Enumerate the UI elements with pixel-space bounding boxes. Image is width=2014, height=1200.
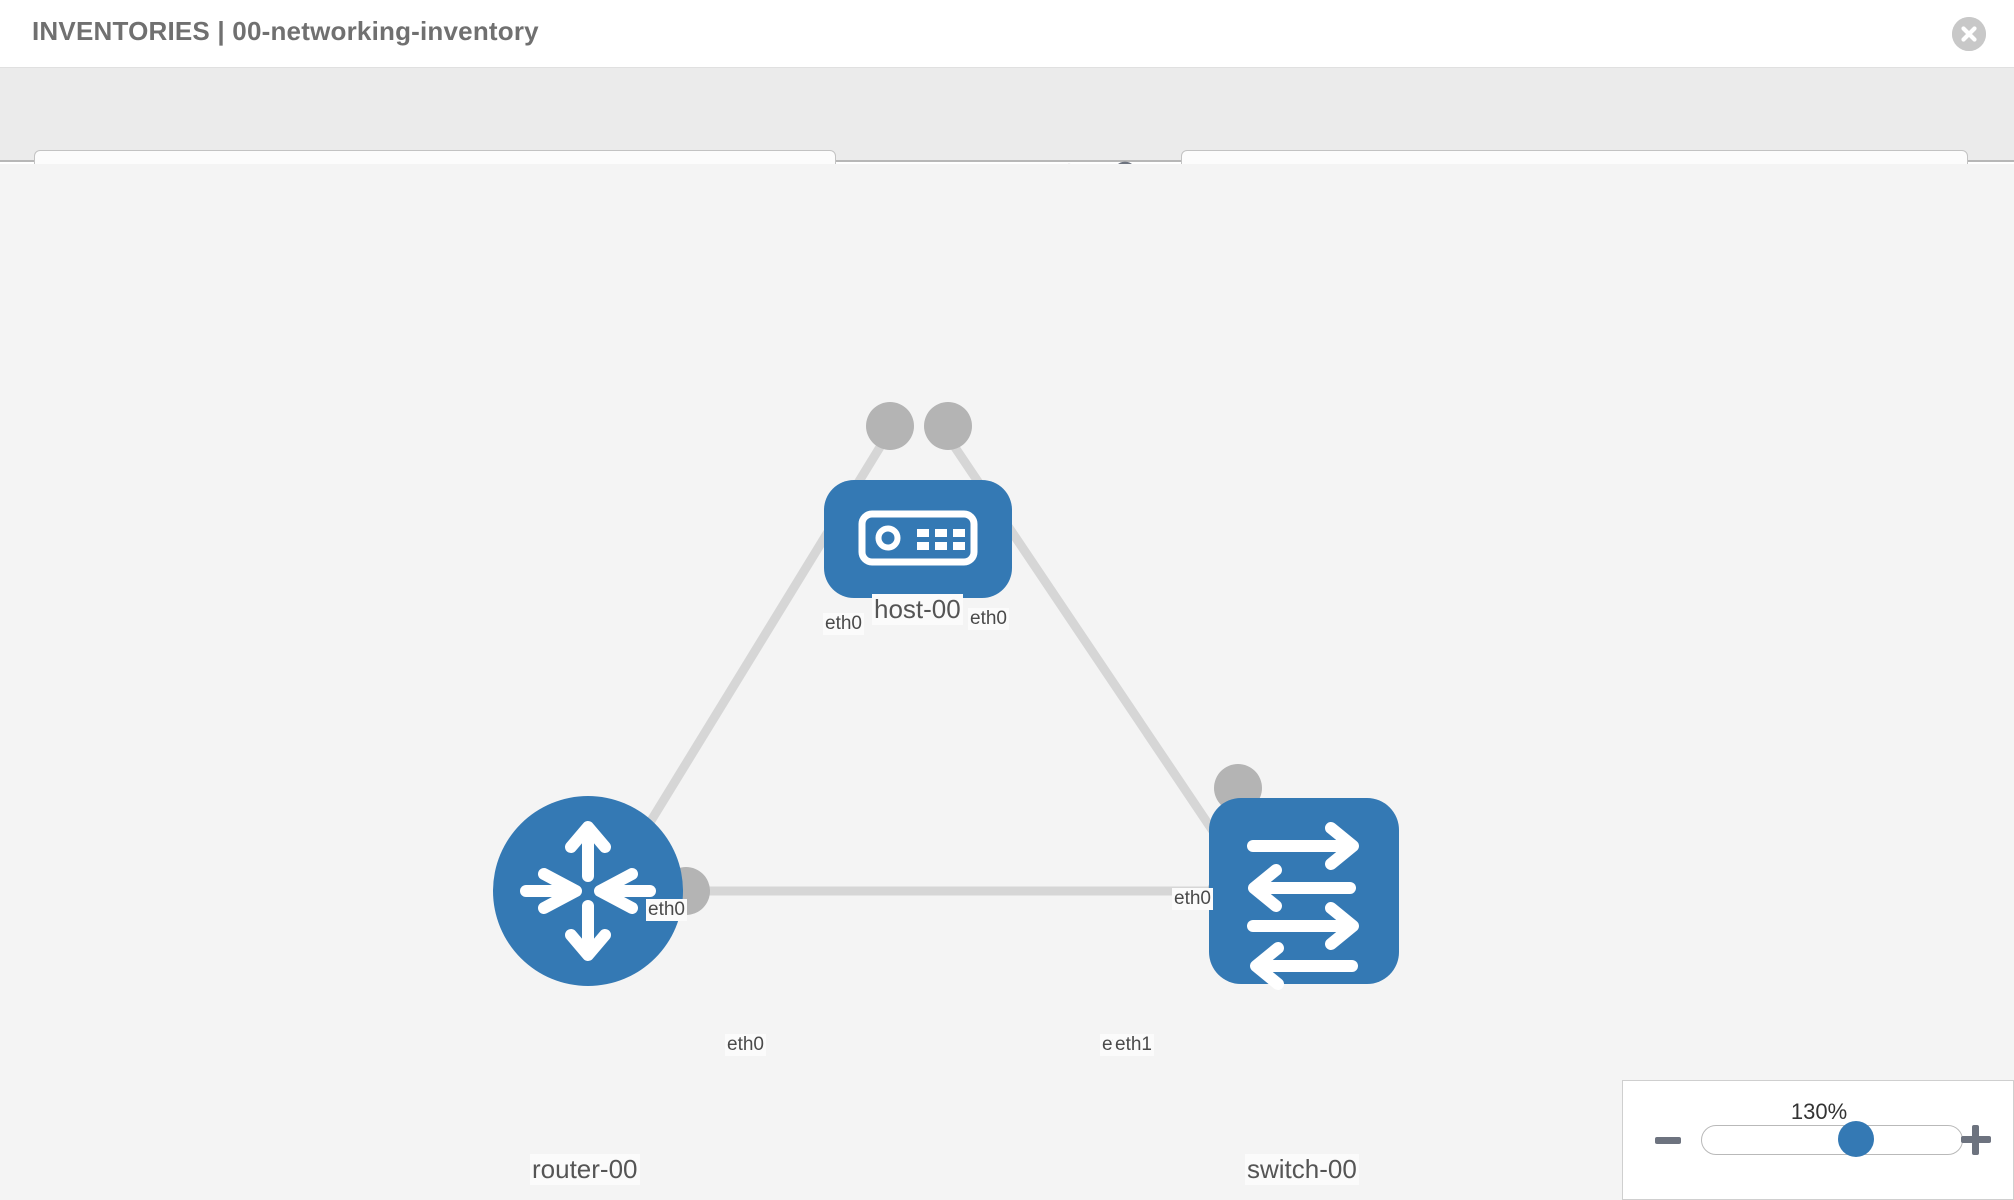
zoom-in-button[interactable] xyxy=(1961,1125,1991,1155)
port-dot-host-right[interactable] xyxy=(924,402,972,450)
port-label-switch-west-b: eth1 xyxy=(1113,1034,1154,1056)
node-label-router-00: router-00 xyxy=(530,1154,640,1185)
node-switch-00[interactable] xyxy=(1209,798,1399,990)
zoom-slider[interactable] xyxy=(1701,1121,1963,1157)
node-label-switch-00: switch-00 xyxy=(1245,1154,1359,1185)
topology-canvas[interactable]: host-00 router-00 switch-00 eth0 eth0 et… xyxy=(0,164,2014,1200)
topology-graph xyxy=(493,402,1399,990)
port-label-host-right: eth0 xyxy=(968,608,1009,630)
router-arrows-icon xyxy=(520,821,656,961)
zoom-level-label: 130% xyxy=(1790,1099,1848,1124)
port-label-router-up: eth0 xyxy=(646,899,687,921)
switch-arrows-icon xyxy=(1247,822,1359,990)
port-label-host-left: eth0 xyxy=(823,613,864,635)
page-header: INVENTORIES | 00-networking-inventory xyxy=(0,0,2014,68)
toolbar: ACTIONS SEARCH xyxy=(0,68,2014,206)
node-label-host-00: host-00 xyxy=(872,594,963,625)
zoom-slider-thumb[interactable] xyxy=(1838,1121,1874,1157)
node-host-00[interactable] xyxy=(824,480,1012,598)
page-title: INVENTORIES | 00-networking-inventory xyxy=(32,16,539,46)
port-label-router-east: eth0 xyxy=(725,1034,766,1056)
port-dot-host-left[interactable] xyxy=(866,402,914,450)
port-label-switch-up: eth0 xyxy=(1172,888,1213,910)
server-icon xyxy=(858,510,978,566)
node-host-00-shape[interactable] xyxy=(824,480,1012,598)
node-router-00[interactable] xyxy=(493,796,683,986)
zoom-control-panel: 130% xyxy=(1622,1080,2014,1200)
node-router-00-shape[interactable] xyxy=(493,796,683,986)
zoom-out-button[interactable] xyxy=(1655,1137,1681,1144)
close-icon[interactable] xyxy=(1952,17,1986,51)
